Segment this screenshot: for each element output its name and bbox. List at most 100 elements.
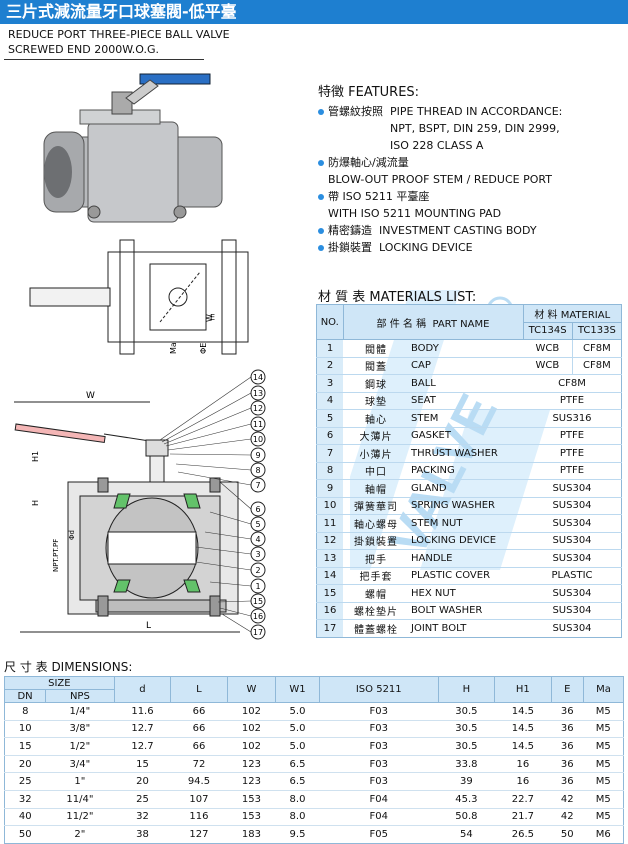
subtitle-line-1: REDUCE PORT THREE-PIECE BALL VALVE — [8, 28, 230, 41]
label-e: E — [210, 313, 215, 322]
callout-leader — [209, 511, 252, 525]
mat-cell-zh: 閥體 — [343, 339, 409, 358]
mat-cell-m1: WCB — [523, 339, 573, 358]
mat-cell-material: PTFE — [523, 427, 622, 445]
callout-circle — [250, 501, 266, 517]
mat-cell-material: CF8M — [523, 374, 622, 393]
dim-header-h: H — [437, 676, 496, 703]
mat-cell-zh: 彈簧華司 — [343, 497, 409, 515]
callout-number: 2 — [255, 566, 260, 575]
mat-cell-no: 13 — [316, 549, 343, 568]
callout-number: 6 — [255, 505, 260, 514]
mat-cell-no: 17 — [316, 619, 343, 638]
callout-circle — [250, 546, 266, 562]
dim-cell-h: 30.5 — [438, 737, 495, 756]
dim-cell-iso: F03 — [319, 720, 439, 739]
mat-cell-en: HEX NUT — [409, 584, 523, 603]
mat-cell-material: PTFE — [523, 444, 622, 463]
feature-3-zh: 帶 ISO 5211 平臺座 — [328, 190, 430, 203]
callout-circle — [250, 385, 266, 401]
callout-circle — [250, 562, 266, 578]
label-h1: H1 — [31, 451, 40, 462]
dim-cell-iso: F04 — [319, 808, 439, 827]
dim-cell-dn: 10 — [3, 720, 46, 739]
mat-cell-material: SUS304 — [523, 549, 622, 568]
callout-circle — [250, 447, 266, 463]
callout-leader — [217, 600, 252, 603]
dim-cell-ma: M5 — [583, 720, 625, 739]
callout-circle — [250, 416, 266, 432]
callout-number: 17 — [253, 628, 263, 637]
mat-cell-zh: 把手套 — [343, 567, 409, 585]
dim-cell-w1: 8.0 — [275, 790, 320, 809]
bullet-icon — [318, 228, 324, 234]
dim-cell-ma: M5 — [583, 737, 625, 756]
bullet-icon — [318, 160, 324, 166]
dim-cell-d: 20 — [114, 772, 171, 791]
mat-cell-zh: 螺栓墊片 — [343, 602, 409, 620]
dim-cell-e: 36 — [551, 772, 584, 791]
mat-cell-en: PACKING — [409, 462, 523, 480]
feature-1-line-1: PIPE THREAD IN ACCORDANCE: — [390, 105, 563, 118]
mat-cell-zh: 掛鎖裝置 — [343, 532, 409, 550]
dim-cell-e: 50 — [551, 825, 584, 844]
dim-header-dn: DN — [3, 689, 47, 703]
mat-cell-no: 4 — [316, 392, 343, 410]
callout-number: 5 — [255, 520, 260, 529]
features-section: 特徵 FEATURES: 管螺紋按照 PIPE THREAD IN ACCORD… — [318, 84, 618, 256]
dim-cell-dn: 20 — [3, 755, 46, 774]
dim-cell-nps: 11/2" — [45, 808, 115, 827]
dim-cell-dn: 50 — [3, 825, 46, 844]
callout-number: 1 — [255, 582, 260, 591]
callout-number: 16 — [253, 612, 263, 621]
mat-cell-en: THRUST WASHER — [409, 444, 523, 463]
mat-header-part: 部 件 名 稱 PART NAME — [342, 304, 524, 340]
mat-cell-zh: 小薄片 — [343, 444, 409, 463]
feature-1-zh: 管螺紋按照 — [328, 105, 383, 118]
callout-circle — [250, 593, 266, 609]
callout-leader — [169, 453, 252, 456]
features-title: 特徵 FEATURES: — [318, 85, 420, 100]
dim-cell-dn: 40 — [3, 808, 46, 827]
dim-cell-h1: 14.5 — [494, 737, 552, 756]
dim-cell-d: 15 — [114, 755, 171, 774]
callout-leader — [219, 481, 252, 510]
callout-circle — [250, 369, 266, 385]
mat-cell-no: 15 — [316, 584, 343, 603]
dim-header-e: E — [550, 676, 584, 703]
dim-cell-l: 127 — [170, 825, 228, 844]
mat-header-material-en: MATERIAL — [560, 309, 611, 321]
dim-cell-w1: 6.5 — [275, 755, 320, 774]
mat-cell-zh: 閥蓋 — [343, 357, 409, 375]
mat-cell-material: SUS304 — [523, 602, 622, 620]
callout-circle — [250, 477, 266, 493]
dim-cell-dn: 25 — [3, 772, 46, 791]
dim-cell-d: 11.6 — [114, 702, 171, 721]
dim-cell-h1: 16 — [494, 772, 552, 791]
callout-leader — [167, 438, 252, 451]
dim-cell-h1: 21.7 — [494, 808, 552, 827]
dim-header-w1: W1 — [275, 676, 320, 703]
mat-header-material: 材 料 MATERIAL — [522, 304, 622, 323]
mat-cell-material: SUS304 — [523, 619, 622, 638]
dim-cell-iso: F03 — [319, 702, 439, 721]
mat-header-col2: TC133S — [571, 321, 623, 340]
callout-number: 9 — [255, 451, 260, 460]
mat-cell-en: HANDLE — [409, 549, 523, 568]
callout-circle — [250, 578, 266, 594]
mat-cell-zh: 把手 — [343, 549, 409, 568]
dim-cell-w: 102 — [227, 720, 276, 739]
